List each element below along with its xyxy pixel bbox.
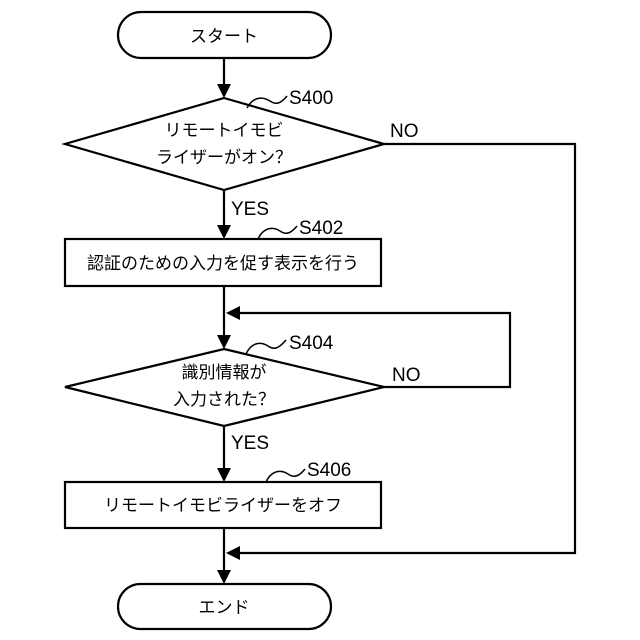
- decision-s404-line1: 識別情報が: [182, 363, 267, 383]
- process-s406-label: リモートイモビライザーをオフ: [104, 496, 342, 516]
- decision-s404-no-label: NO: [392, 365, 421, 386]
- step-s400-label: S400: [289, 88, 333, 109]
- step-s402-leader: [258, 226, 297, 239]
- decision-s404: [65, 349, 384, 426]
- arrowhead-s406-to-end: [217, 570, 231, 584]
- decision-s400-line2: ライザーがオン？: [156, 148, 292, 168]
- decision-s404-line2: 入力された？: [173, 390, 275, 410]
- step-s406-label: S406: [307, 460, 351, 481]
- decision-s404-yes-label: YES: [231, 433, 269, 454]
- arrowhead-s400-no-merge: [226, 546, 240, 560]
- process-s402-label: 認証のための入力を促す表示を行う: [87, 254, 359, 274]
- decision-s400: [65, 98, 384, 190]
- arrowhead-start-to-s400: [217, 84, 231, 98]
- decision-s400-no-label: NO: [390, 121, 419, 142]
- end-label: エンド: [199, 598, 250, 618]
- step-s404-leader: [246, 340, 286, 354]
- decision-s400-line1: リモートイモビ: [165, 121, 284, 141]
- arrowhead-s404-yes-to-s406: [217, 468, 231, 482]
- step-s406-leader: [266, 469, 305, 482]
- arrowhead-s400-yes-to-s402: [217, 225, 231, 239]
- start-label: スタート: [190, 27, 258, 47]
- step-s402-label: S402: [299, 218, 343, 239]
- step-s404-label: S404: [289, 333, 334, 354]
- arrowhead-s402-to-s404: [217, 335, 231, 349]
- arrowhead-s404-no-loop: [226, 306, 240, 320]
- decision-s400-yes-label: YES: [231, 199, 269, 220]
